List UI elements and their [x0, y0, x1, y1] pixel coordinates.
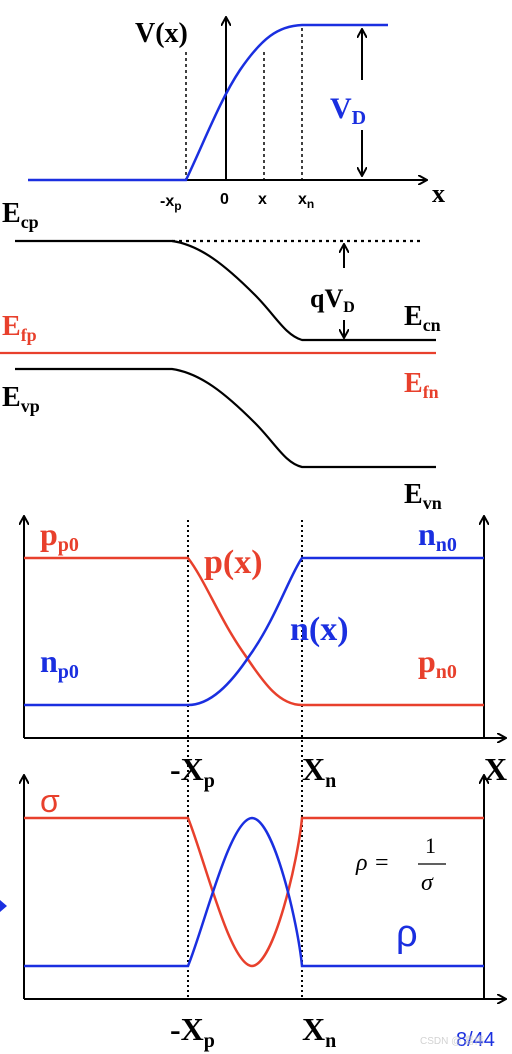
carrier-xn-label: Xn — [302, 751, 336, 792]
valence-band — [15, 367, 436, 469]
sigma-neg-xp-label: -Xp — [170, 1011, 215, 1052]
sigma-label: σ — [40, 783, 60, 819]
nn0-label: nn0 — [418, 516, 457, 556]
ecp-label: Ecp — [2, 198, 39, 232]
sigma-xn-label: Xn — [302, 1011, 336, 1052]
band-diagram-panel: Ecp Efp Evp qVD Ecn Efn Evn — [0, 198, 442, 513]
potential-curve — [28, 23, 388, 182]
hole-concentration-curve — [24, 556, 484, 707]
carrier-panel: pp0 np0 p(x) n(x) nn0 pn0 -Xp Xn X — [24, 516, 507, 1000]
pp0-label: pp0 — [40, 516, 79, 556]
carrier-neg-xp-label: -Xp — [170, 751, 215, 792]
conductivity-curve — [24, 816, 484, 968]
efp-label: Efp — [2, 311, 37, 345]
formula-numerator: 1 — [425, 833, 436, 858]
formula-denominator: σ — [421, 870, 434, 896]
pn0-label: pn0 — [418, 643, 457, 683]
barrier-label: qVD — [310, 284, 355, 316]
nx-label: n(x) — [290, 611, 349, 648]
carrier-x-axis-label: X — [484, 751, 507, 787]
np0-label: np0 — [40, 643, 79, 683]
built-in-potential-label: VD — [330, 92, 366, 129]
evp-label: Evp — [2, 382, 40, 416]
tick-xn: xn — [298, 191, 314, 211]
efn-label: Efn — [404, 368, 439, 402]
conductivity-panel: σ ρ ρ = 1 σ -Xp Xn — [0, 776, 505, 1052]
tick-zero: 0 — [220, 191, 229, 208]
ecn-label: Ecn — [404, 301, 441, 335]
slide-page-number: 8/44 — [456, 1029, 495, 1051]
watermark: CSDN @ 嘉伟 — [420, 1034, 484, 1047]
px-label: p(x) — [204, 544, 263, 581]
potential-panel: V(x) x VD -xp 0 x xn — [28, 18, 445, 213]
v-axis-label: V(x) — [135, 18, 188, 49]
resistivity-curve — [24, 816, 484, 968]
rho-label: ρ — [396, 913, 418, 955]
x-axis-label: x — [432, 179, 445, 208]
tick-neg-xp: -xp — [160, 193, 182, 213]
evn-label: Evn — [404, 479, 442, 513]
tick-x: x — [258, 191, 267, 208]
electron-concentration-curve — [24, 556, 484, 707]
left-edge-arrow-fragment — [0, 900, 7, 912]
conduction-band — [15, 239, 436, 342]
formula-lhs: ρ = — [355, 850, 390, 876]
